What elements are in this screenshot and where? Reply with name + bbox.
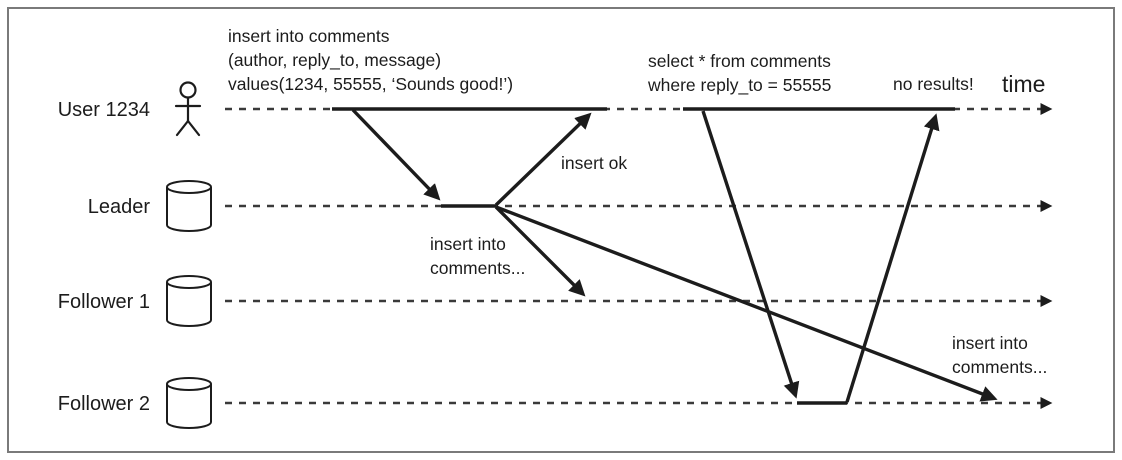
annotation-insert-ok-label: insert ok	[561, 153, 627, 173]
database-icon	[166, 275, 212, 327]
arrow-replicate-to-follower-1	[494, 205, 586, 297]
arrow-select-response	[845, 113, 940, 403]
annotation-insert-query: insert into comments(author, reply_to, m…	[228, 26, 513, 94]
arrow-replicate-to-follower-2	[495, 205, 998, 402]
arrow-insert-ok-response	[494, 112, 592, 207]
annotation-time-axis-label: time	[1002, 71, 1045, 97]
actor-label-follower-1: Follower 1	[58, 291, 150, 313]
annotation-no-results: no results!	[893, 74, 974, 94]
actor-label-user-1234: User 1234	[58, 99, 150, 121]
actor-label-follower-2: Follower 2	[58, 393, 150, 415]
diagram-border	[7, 7, 1115, 453]
arrow-insert-request	[351, 108, 441, 201]
person-icon	[174, 81, 202, 137]
arrow-select-request	[701, 110, 800, 399]
database-icon	[166, 180, 212, 232]
database-icon	[166, 377, 212, 429]
actor-label-leader: Leader	[88, 196, 151, 218]
